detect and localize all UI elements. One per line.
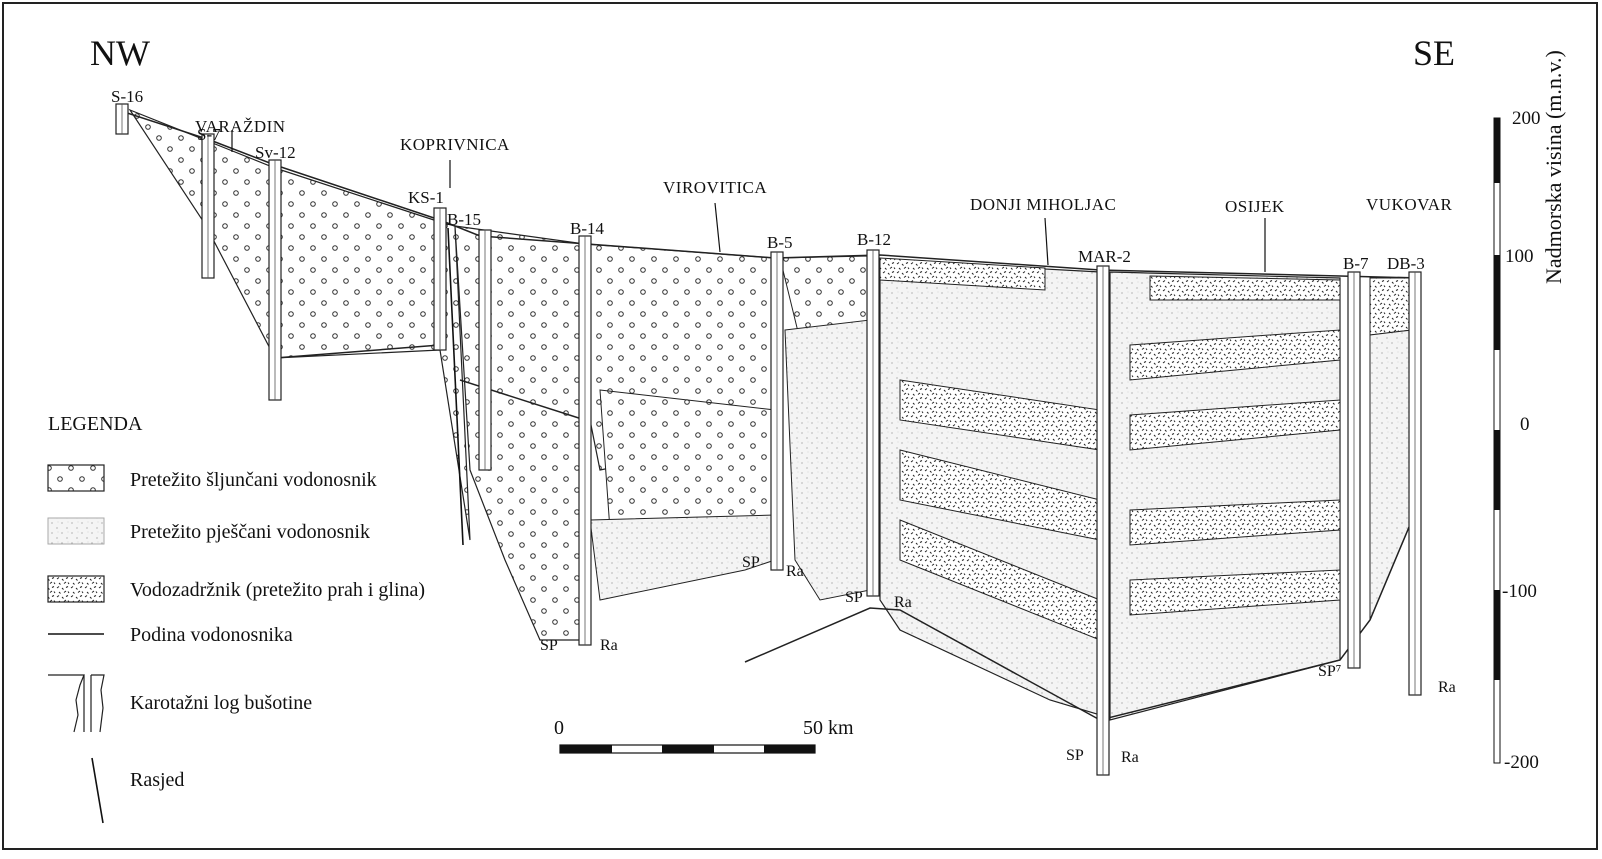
sp-label-b12: SP [845,589,863,606]
sand-aquifer-b5-b12 [784,319,871,601]
well-label-s7: S-7 [197,125,221,144]
fault-lines [91,227,464,824]
legend-swatch-sand [47,517,105,545]
well-b7 [1347,271,1361,669]
well-label-b7: B-7 [1343,254,1369,273]
legend-swatch-gravel [47,464,105,492]
gravel-aquifer-nw [128,108,471,541]
scale-bar: 0 50 km [554,717,854,754]
aquitard-east-2 [1129,329,1341,381]
well-label-mar2: MAR-2 [1078,247,1131,266]
scale-end: 50 km [803,717,854,739]
aquitard-east-3 [1129,399,1341,451]
wells [115,103,1422,776]
ra-label-b14: Ra [600,637,618,654]
ra-label-b5: Ra [786,563,804,580]
city-vukovar: VUKOVAR [1366,195,1452,214]
aquitard-east-5 [1129,569,1341,616]
well-label-s16: S-16 [111,87,143,106]
legend-title: LEGENDA [48,413,143,435]
city-varazdin: VARAŽDIN [195,117,286,136]
legend-label-aquitard: Vodozadržnik (pretežito prah i glina) [130,579,425,601]
scale-start: 0 [554,717,564,739]
ra-label-db3: Ra [1438,679,1456,696]
city-virovitica: VIROVITICA [663,178,767,197]
well-s7 [201,133,215,279]
well-sv12 [268,159,282,401]
legend-swatch-aquitard [47,575,105,603]
city-koprivnica: KOPRIVNICA [400,135,510,154]
sp-label-b7: SP⁷ [1318,663,1341,680]
well-label-sv12: Sv-12 [255,143,296,162]
city-donji-miholjac: DONJI MIHOLJAC [970,195,1116,214]
well-b5 [770,251,784,571]
sand-aquifer-b14-b5 [589,514,776,601]
aquitard-central-1 [879,257,1046,291]
well-label-ks1: KS-1 [408,188,444,207]
well-b12 [866,249,880,597]
city-leaders [231,130,1266,272]
well-b14 [578,235,592,646]
direction-nw: NW [90,33,150,73]
well-label-b15: B-15 [447,210,481,229]
well-s16 [115,103,129,135]
axis-tick-100: 100 [1505,246,1534,267]
well-ks1 [433,207,447,351]
legend-label-sand: Pretežito pješčani vodonosnik [130,521,370,543]
sp-label-b5: SP [742,554,760,571]
axis-tick-minus-100: -100 [1502,581,1537,602]
sp-label-b14: SP [540,637,558,654]
sp-label-mar2: SP [1066,747,1084,764]
well-db3 [1408,271,1422,696]
well-label-b14: B-14 [570,219,605,238]
legend: LEGENDA Pretežito šljunčani vodonosnik P… [47,413,425,791]
legend-label-gravel: Pretežito šljunčani vodonosnik [130,469,377,491]
well-label-b12: B-12 [857,230,891,249]
well-label-b5: B-5 [767,233,793,252]
well-mar2 [1096,265,1110,776]
direction-se: SE [1413,33,1455,73]
well-label-db3: DB-3 [1387,254,1425,273]
city-osijek: OSIJEK [1225,197,1285,216]
well-b15 [478,229,492,471]
aquitard-east-1 [1149,275,1341,301]
legend-label-fault: Rasjed [130,769,184,791]
legend-label-base-line: Podina vodonosnika [130,624,293,646]
ra-label-mar2: Ra [1121,749,1139,766]
axis-tick-minus-200: -200 [1504,752,1539,773]
legend-swatch-well-log [48,674,105,733]
axis-tick-0: 0 [1520,414,1530,435]
axis-title: Nadmorska visina (m.n.v.) [1541,50,1566,284]
geologic-units [128,108,1413,721]
elevation-axis: 200 100 0 -100 -200 Nadmorska visina (m.… [1493,50,1566,773]
legend-label-well-log: Karotažni log bušotine [130,692,312,714]
ra-label-b12: Ra [894,594,912,611]
aquitard-east-4 [1129,499,1341,546]
axis-tick-200: 200 [1512,108,1541,129]
